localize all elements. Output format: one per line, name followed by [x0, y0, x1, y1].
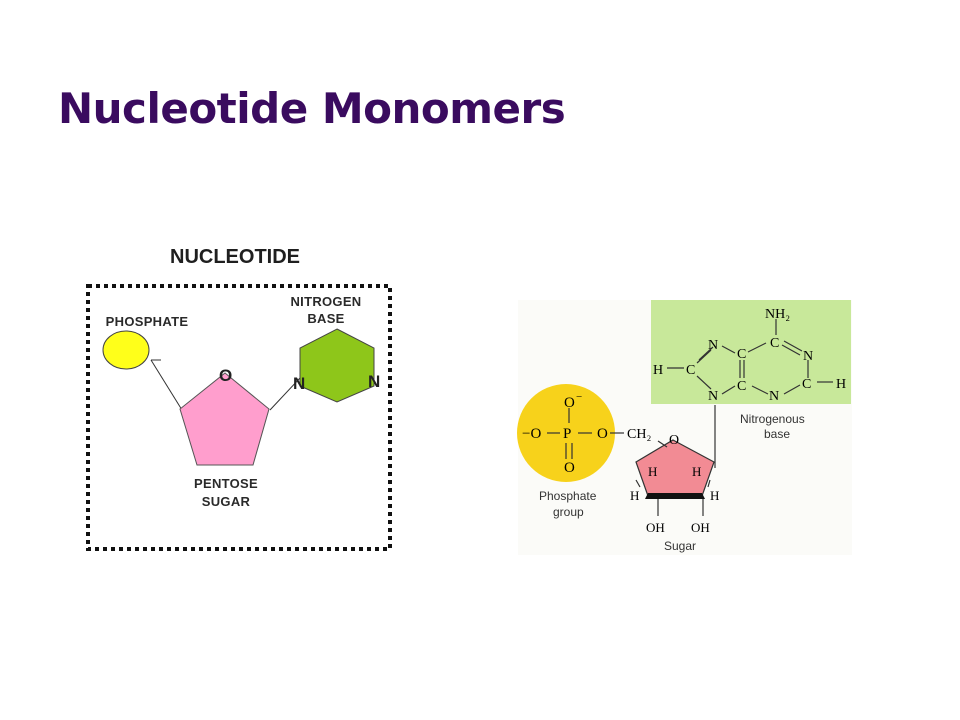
sugar-oh-right: OH — [691, 520, 710, 535]
nitrogen-base-shape — [299, 328, 375, 403]
pentose-sugar-label-line1: PENTOSE — [194, 476, 258, 491]
phosphate-o-right: O — [597, 426, 608, 442]
phosphate-o-top-charge: − — [576, 391, 582, 403]
sugar-h-in-right: H — [692, 464, 701, 479]
phosphate-caption-line1: Phosphate — [539, 489, 597, 503]
base-nitrogen-left: N — [293, 374, 306, 393]
slide-title: Nucleotide Monomers — [58, 84, 566, 133]
phosphate-caption-line2: group — [553, 505, 584, 519]
phosphate-bonds — [547, 408, 624, 459]
dotted-border — [86, 284, 392, 551]
base-caption-line2: base — [764, 427, 790, 441]
base-caption-line1: Nitrogenous — [740, 412, 805, 426]
ch2-label: CH₂ — [627, 427, 651, 442]
sugar-ring-o: O — [669, 433, 679, 448]
sugar-h-out-right: H — [710, 488, 719, 503]
base-atom-c-left: C — [686, 363, 695, 378]
phosphate-o-bottom: O — [564, 460, 575, 476]
phosphate-shape — [102, 330, 150, 370]
base-atom-c-mid-top: C — [737, 347, 746, 362]
sugar-caption: Sugar — [664, 539, 696, 553]
pentose-sugar-shape — [179, 372, 270, 466]
sugar-base-bond — [269, 377, 301, 411]
sugar-oxygen-label: O — [219, 366, 233, 385]
sugar-ring-bottom-edge — [645, 493, 705, 499]
nitrogen-base-label-line1: NITROGEN — [290, 294, 362, 309]
phosphate-label: PHOSPHATE — [105, 314, 189, 329]
base-atom-n-bottom-mid: N — [769, 389, 779, 404]
base-nh2: NH₂ — [765, 307, 790, 322]
sugar-bonds — [635, 405, 716, 516]
nitrogenous-base-background — [651, 300, 851, 404]
base-atom-c-right: C — [802, 377, 811, 392]
pentose-sugar-label-line2: SUGAR — [201, 494, 251, 509]
base-nitrogen-right: N — [368, 372, 381, 391]
nucleotide-heading: NUCLEOTIDE — [170, 246, 300, 268]
nitrogen-base-label-line2: BASE — [307, 311, 345, 326]
base-atom-n-bottom-left: N — [708, 389, 718, 404]
phosphate-group-circle — [517, 384, 615, 482]
base-atom-n-right-top: N — [803, 349, 813, 364]
base-bonds — [667, 319, 833, 395]
sugar-oh-left: OH — [646, 520, 665, 535]
sugar-h-out-left: H — [630, 488, 639, 503]
base-atom-n-left-top: N — [708, 338, 718, 353]
sugar-h-in-left: H — [648, 464, 657, 479]
base-atom-c-mid-bottom: C — [737, 379, 746, 394]
base-atom-h-left: H — [653, 363, 663, 378]
base-atom-h-right: H — [836, 377, 846, 392]
phosphate-o-left: −O — [522, 426, 541, 442]
phosphate-p: P — [563, 426, 571, 442]
phosphate-o-top: O — [564, 395, 575, 411]
phosphate-sugar-bond — [150, 359, 183, 411]
base-atom-c-top: C — [770, 336, 779, 351]
